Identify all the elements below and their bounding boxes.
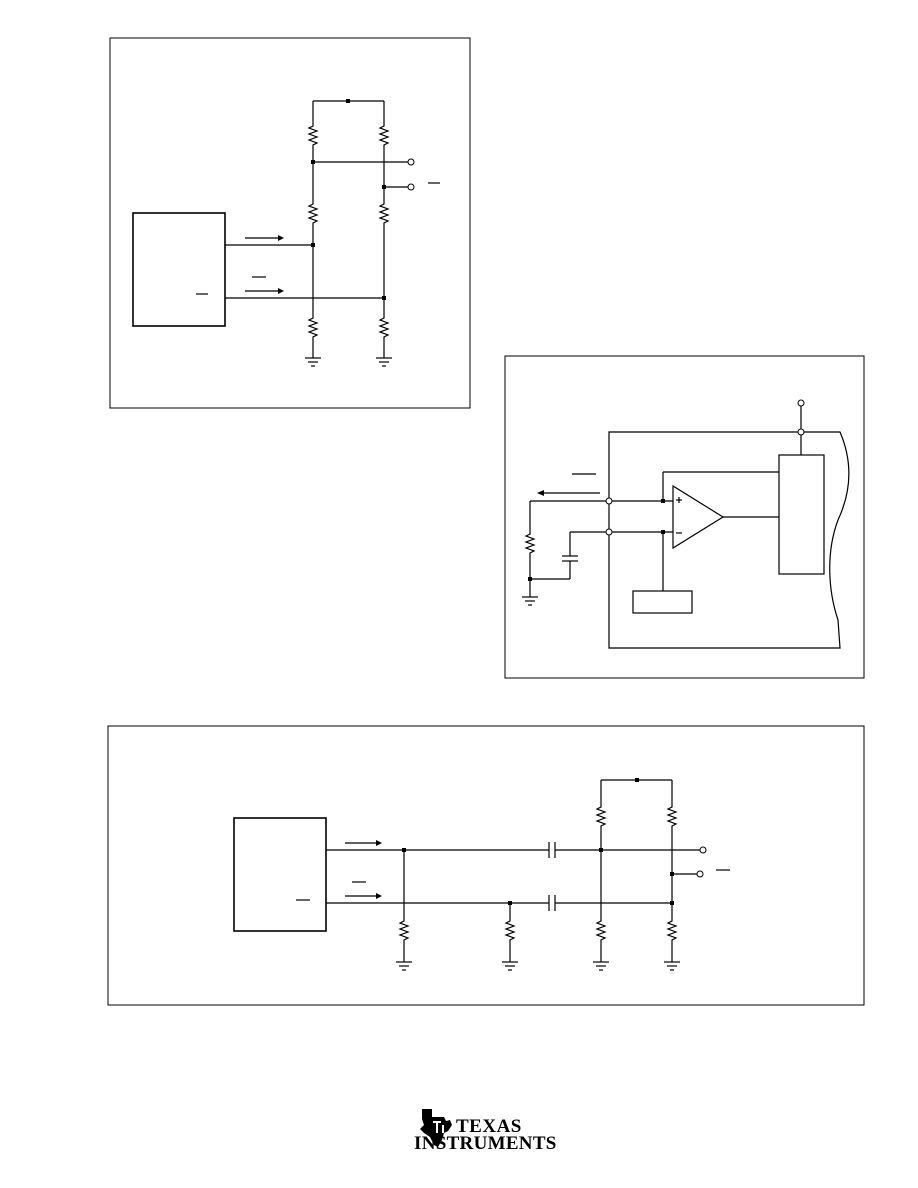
arrow-icon xyxy=(376,893,382,899)
ti-state-outline-icon xyxy=(420,1109,452,1147)
resistor-mid-right xyxy=(379,199,389,228)
output-terminal-negative xyxy=(407,183,415,191)
comparator-symbol xyxy=(672,484,725,550)
resistor-mid-left xyxy=(308,199,318,228)
output-terminal-negative xyxy=(696,870,704,878)
arrow-icon xyxy=(278,288,284,294)
figure-1-dc-coupled-termination xyxy=(109,37,471,409)
resistor-bias-top-right xyxy=(667,802,677,831)
resistor-bottom-left xyxy=(308,313,318,342)
supply-terminal xyxy=(797,399,805,407)
resistor-bias-top-left xyxy=(596,802,606,831)
driver-block xyxy=(132,212,226,327)
resistor-top-left xyxy=(308,121,318,150)
figure-2-frame xyxy=(504,355,865,679)
figure-3-frame xyxy=(107,725,865,1006)
figure-3-ac-coupled-termination xyxy=(107,725,865,1006)
ground-symbol xyxy=(663,961,681,971)
logo-line-instruments: INSTRUMENTS xyxy=(414,1133,557,1154)
resistor-bottom-right xyxy=(379,313,389,342)
device-outline xyxy=(608,431,850,649)
ground-symbol xyxy=(592,961,610,971)
resistor-source-termination xyxy=(505,916,515,945)
driver-block xyxy=(233,817,327,932)
ground-symbol xyxy=(521,596,539,606)
input-pin-negative xyxy=(605,528,613,536)
resistor-bias-bottom-left xyxy=(596,916,606,945)
arrow-icon xyxy=(537,490,544,496)
figure-2-receiver-input xyxy=(504,355,865,679)
supply-pin xyxy=(797,428,805,436)
input-pin-positive xyxy=(605,497,613,505)
bias-block xyxy=(632,590,693,614)
ground-symbol xyxy=(501,961,519,971)
ground-symbol xyxy=(375,357,393,367)
logo-line-texas: TEXAS xyxy=(456,1116,522,1137)
resistor-bias-bottom-right xyxy=(667,916,677,945)
output-terminal-positive xyxy=(407,158,415,166)
output-logic-block xyxy=(778,454,825,575)
ground-symbol xyxy=(395,961,413,971)
texas-instruments-logo: TEXAS INSTRUMENTS xyxy=(414,1116,557,1153)
resistor-source-termination xyxy=(399,916,409,945)
output-terminal-positive xyxy=(699,846,707,854)
ground-symbol xyxy=(304,357,322,367)
arrow-icon xyxy=(278,235,284,241)
resistor-top-right xyxy=(379,121,389,150)
arrow-icon xyxy=(376,840,382,846)
figure-1-frame xyxy=(109,37,471,409)
external-resistor xyxy=(525,529,535,558)
